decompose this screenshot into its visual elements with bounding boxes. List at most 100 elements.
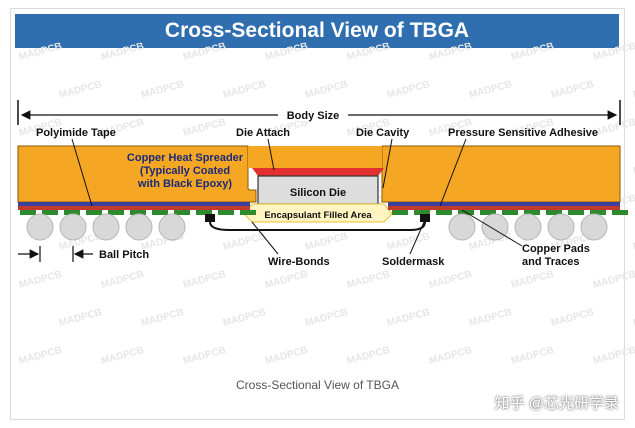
copper-pad bbox=[108, 210, 124, 215]
watermark-text: MADPCB bbox=[100, 269, 145, 291]
watermark-text: MADPCB bbox=[468, 79, 513, 101]
watermark-text: MADPCB bbox=[510, 41, 555, 63]
solder-ball bbox=[580, 213, 608, 241]
copper-pad bbox=[20, 210, 36, 215]
watermark-text: MADPCB bbox=[100, 345, 145, 367]
copper-pad bbox=[152, 210, 168, 215]
watermark-text: MADPCB bbox=[264, 41, 309, 63]
copper-pad bbox=[240, 210, 256, 215]
watermark-text: MADPCB bbox=[222, 231, 267, 253]
silicon-die bbox=[257, 175, 379, 205]
watermark-text: MADPCB bbox=[632, 307, 635, 329]
polyimide-tape-right bbox=[388, 202, 620, 206]
watermark-text: MADPCB bbox=[264, 345, 309, 367]
body-size-label: Body Size bbox=[287, 110, 340, 122]
copper-pads-label-2: and Traces bbox=[522, 256, 579, 268]
die-attach-layer bbox=[252, 168, 384, 176]
watermark-text: MADPCB bbox=[468, 307, 513, 329]
polyimide-tape-left bbox=[18, 202, 250, 206]
watermark-text: MADPCB bbox=[632, 155, 635, 177]
copper-pad bbox=[546, 210, 562, 215]
watermark-text: MADPCB bbox=[428, 41, 473, 63]
watermark-text: MADPCB bbox=[550, 307, 595, 329]
copper-pad bbox=[480, 210, 496, 215]
watermark-text: MADPCB bbox=[222, 307, 267, 329]
psa-label: Pressure Sensitive Adhesive bbox=[448, 127, 598, 139]
adhesive-right bbox=[388, 206, 620, 210]
watermark-text: MADPCB bbox=[386, 231, 431, 253]
copper-pads-label-1: Copper Pads bbox=[522, 243, 590, 255]
soldermask-block-left bbox=[205, 214, 215, 222]
watermark-text: MADPCB bbox=[58, 79, 103, 101]
copper-pad bbox=[436, 210, 452, 215]
copper-pad bbox=[86, 210, 102, 215]
wire-bonds-label: Wire-Bonds bbox=[268, 256, 330, 268]
solder-ball bbox=[92, 213, 120, 241]
silicon-die-label: Silicon Die bbox=[290, 187, 346, 199]
watermark-text: MADPCB bbox=[510, 269, 555, 291]
heat-spreader-label-1: Copper Heat Spreader bbox=[127, 152, 244, 164]
copper-pad bbox=[612, 210, 628, 215]
watermark-text: MADPCB bbox=[18, 345, 63, 367]
watermark-text: MADPCB bbox=[510, 345, 555, 367]
copper-pad bbox=[174, 210, 190, 215]
watermark-text: MADPCB bbox=[346, 345, 391, 367]
copper-pads-group bbox=[20, 210, 628, 215]
copper-pad bbox=[218, 210, 234, 215]
watermark-text: MADPCB bbox=[182, 345, 227, 367]
leader-die-attach bbox=[267, 138, 275, 171]
figure-title: Cross-Sectional View of TBGA bbox=[15, 14, 619, 48]
leader-die-cavity bbox=[382, 138, 393, 189]
leader-psa bbox=[439, 138, 467, 207]
watermark-text: MADPCB bbox=[592, 117, 635, 139]
watermark-text: MADPCB bbox=[346, 269, 391, 291]
polyimide-tape-label: Polyimide Tape bbox=[36, 127, 116, 139]
watermark-text: MADPCB bbox=[264, 269, 309, 291]
soldermask-block-right bbox=[420, 214, 430, 222]
wire-bond-bracket bbox=[209, 221, 426, 231]
watermark-text: MADPCB bbox=[304, 231, 349, 253]
copper-pad bbox=[568, 210, 584, 215]
watermark-text: MADPCB bbox=[18, 269, 63, 291]
leader-soldermask bbox=[409, 221, 425, 255]
heat-spreader-label-3: with Black Epoxy) bbox=[137, 178, 232, 190]
watermark-text: MADPCB bbox=[140, 79, 185, 101]
watermark-text: MADPCB bbox=[592, 345, 635, 367]
solder-ball bbox=[514, 213, 542, 241]
figure-caption: Cross-Sectional View of TBGA bbox=[236, 378, 399, 392]
watermark-text: MADPCB bbox=[222, 79, 267, 101]
copper-pad bbox=[196, 210, 212, 215]
watermark-text: MADPCB bbox=[182, 117, 227, 139]
watermark-text: MADPCB bbox=[182, 269, 227, 291]
watermark-text: MADPCB bbox=[550, 79, 595, 101]
soldermask-label: Soldermask bbox=[382, 256, 445, 268]
copper-pad bbox=[414, 210, 430, 215]
die-attach-label: Die Attach bbox=[236, 127, 290, 139]
watermark-text: MADPCB bbox=[100, 41, 145, 63]
watermark-text: MADPCB bbox=[632, 231, 635, 253]
watermark-text: MADPCB bbox=[386, 307, 431, 329]
body-size-label-bg bbox=[278, 107, 348, 121]
copper-pad bbox=[590, 210, 606, 215]
copper-pad bbox=[130, 210, 146, 215]
solder-ball bbox=[448, 213, 476, 241]
watermark-text: MADPCB bbox=[632, 79, 635, 101]
leader-polyimide bbox=[71, 138, 93, 207]
solder-ball bbox=[481, 213, 509, 241]
copper-heat-spreader-left bbox=[17, 145, 257, 203]
watermark-text: MADPCB bbox=[592, 269, 635, 291]
ball-pitch-label: Ball Pitch bbox=[99, 249, 149, 261]
copper-pad bbox=[42, 210, 58, 215]
watermark-text: MADPCB bbox=[428, 269, 473, 291]
watermark-text: MADPCB bbox=[428, 345, 473, 367]
credit-watermark: 知乎 @芯光研学录 bbox=[494, 395, 619, 412]
watermark-text: MADPCB bbox=[592, 41, 635, 63]
encapsulant-label: Encapsulant Filled Area bbox=[264, 210, 372, 221]
solder-balls-group bbox=[26, 213, 608, 241]
leader-copper-pads bbox=[461, 209, 523, 247]
copper-pad bbox=[392, 210, 408, 215]
copper-heat-spreader-right bbox=[381, 145, 621, 203]
watermark-text: MADPCB bbox=[140, 307, 185, 329]
solder-ball bbox=[125, 213, 153, 241]
